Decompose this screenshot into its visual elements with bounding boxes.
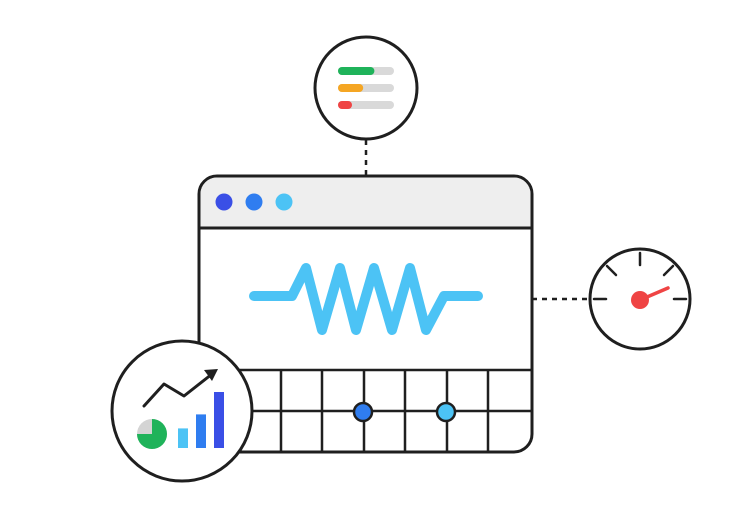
growth-badge [110,339,254,483]
status-bars-badge [313,35,419,141]
waveform-icon [249,263,483,335]
pie-chart-slice [137,419,167,449]
gauge-tick [662,264,675,277]
growth-column [196,414,206,448]
status-bar-fill [338,84,364,92]
window-dot-3 [275,193,293,211]
trend-arrow-head [204,369,218,381]
grid-point-dark [352,401,374,423]
growth-chart-icon [137,369,224,449]
window-dot-2 [245,193,263,211]
column-bars [178,392,224,448]
badge-circle [110,339,254,483]
status-bars-icon [338,67,394,109]
grid-point-light [435,401,457,423]
gauge-tick [605,264,618,277]
status-bar-fill [338,67,375,75]
browser-window [197,174,534,454]
window-titlebar [200,177,531,228]
status-bar-fill [338,101,352,109]
growth-column [178,428,188,448]
status-bar-track [338,101,394,109]
speedometer-icon [592,251,688,309]
gauge-badge [588,247,692,351]
trend-arrow-line [142,372,214,408]
window-dot-1 [215,193,233,211]
growth-column [214,392,224,448]
gauge-hub [631,291,649,309]
